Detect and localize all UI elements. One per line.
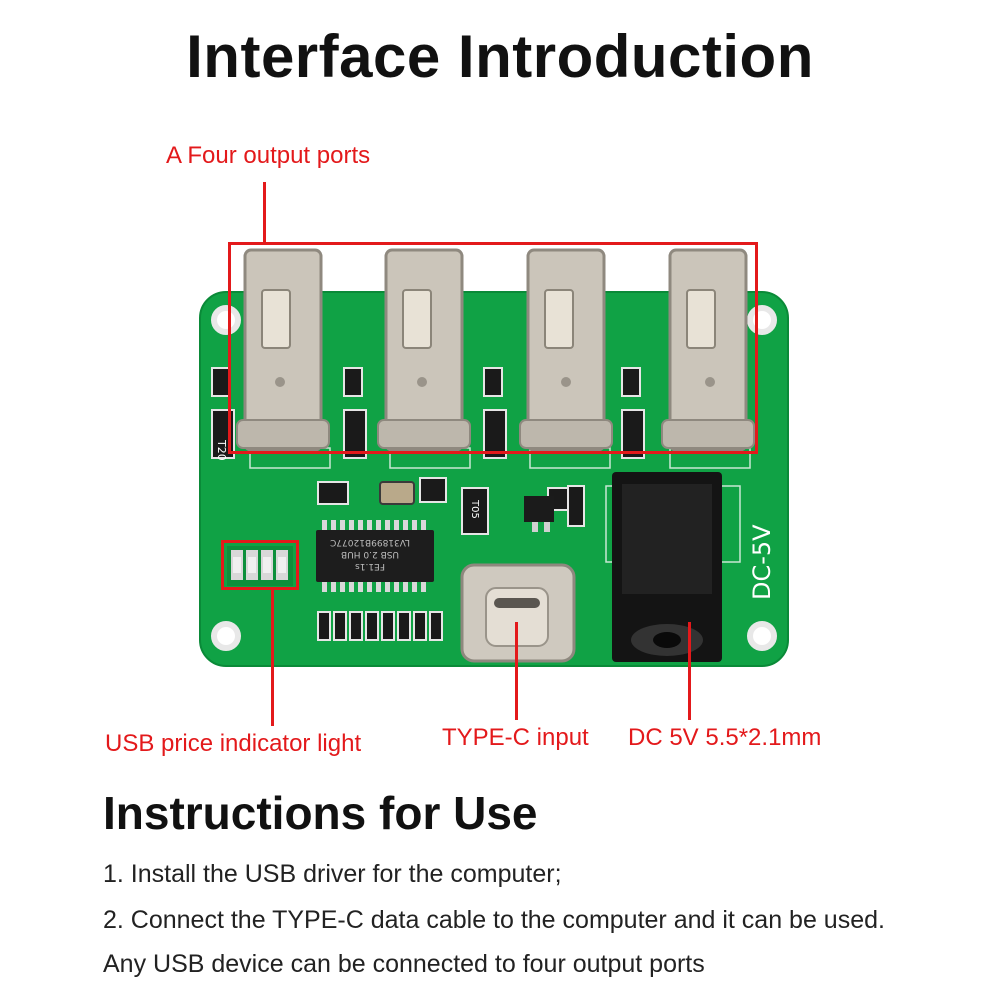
usb-port-4 (661, 248, 755, 452)
svg-text:LV31899B12077C: LV31899B12077C (330, 537, 410, 547)
regulator-chip (524, 496, 554, 532)
instructions-heading: Instructions for Use (103, 787, 538, 839)
crystal (379, 481, 415, 505)
ports-highlight-box (228, 242, 758, 454)
fuse-label: T20 (215, 439, 228, 461)
callout-dc-input: DC 5V 5.5*2.1mm (628, 724, 822, 751)
indicator-leds (227, 546, 293, 586)
svg-text:FE1.1s: FE1.1s (355, 561, 385, 571)
usb-port-1 (236, 248, 330, 452)
dc-barrel-jack (612, 472, 722, 662)
usb-port-3 (519, 248, 613, 452)
fuse-label-small: T05 (469, 499, 480, 519)
ports-leader-line (263, 182, 266, 243)
svg-text:USB 2.0 HUB: USB 2.0 HUB (341, 549, 399, 559)
dc-leader-line (688, 622, 691, 720)
callout-four-output-ports: A Four output ports (166, 142, 371, 169)
hub-controller-chip: FE1.1s USB 2.0 HUB LV31899B12077C (316, 520, 434, 592)
callout-type-c-input: TYPE-C input (442, 724, 589, 751)
usb-port-2 (377, 248, 471, 452)
page-title: Interface Introduction (186, 23, 814, 90)
typec-leader-line (515, 622, 518, 720)
instruction-step-1: 1. Install the USB driver for the comput… (103, 860, 562, 888)
dc-5v-silkscreen: DC-5V (748, 524, 776, 600)
resistor-row (317, 611, 443, 641)
led-leader-line (271, 590, 274, 726)
type-c-connector (460, 563, 576, 663)
led-highlight-box (221, 540, 299, 590)
smd-components (211, 367, 645, 535)
instruction-step-2: 2. Connect the TYPE-C data cable to the … (103, 906, 885, 978)
callout-indicator-light: USB price indicator light (105, 730, 362, 757)
